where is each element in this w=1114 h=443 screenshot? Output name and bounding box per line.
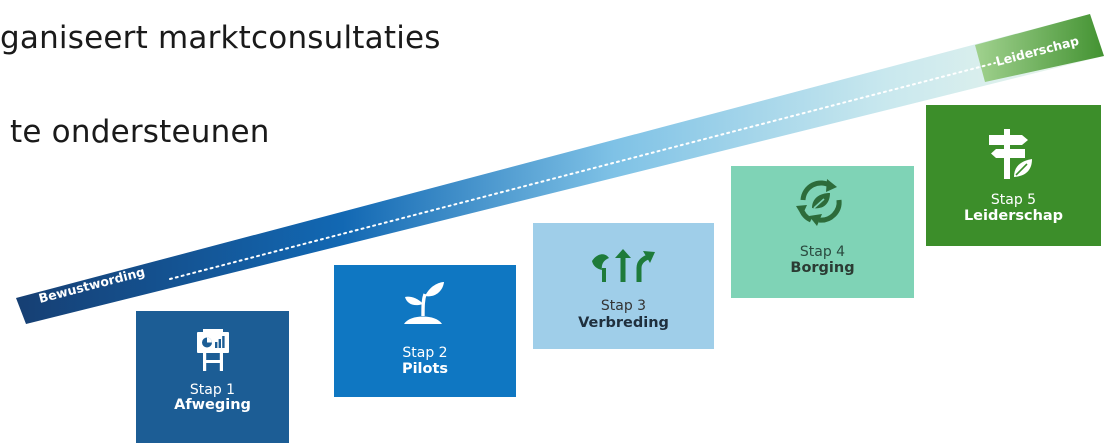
step-5-title: Leiderschap: [963, 208, 1064, 224]
step-2-title: Pilots: [401, 361, 449, 377]
step-1-number: Stap 1: [189, 382, 236, 398]
slide-text-line-2: te ondersteunen: [10, 114, 270, 150]
step-4-title: Borging: [790, 260, 855, 276]
slide-text-line-1: ganiseert marktconsultaties: [0, 20, 441, 56]
edge-divider: [1106, 364, 1114, 443]
step-3-title: Verbreding: [578, 315, 669, 331]
ramp-ribbon-tip: [975, 14, 1104, 82]
step-1-box: Stap 1 Afweging: [136, 311, 289, 443]
step-2-box: Stap 2 Pilots: [334, 265, 516, 397]
recycle-leaf-icon: [793, 176, 849, 234]
ramp-ribbon: [16, 14, 1104, 324]
sprout-icon: [398, 276, 448, 332]
step-1-title: Afweging: [174, 397, 251, 413]
presentation-board-icon: [194, 329, 232, 377]
step-3-number: Stap 3: [600, 298, 647, 314]
ramp-dotted-line: [169, 62, 996, 280]
step-2-number: Stap 2: [402, 345, 448, 361]
signpost-leaf-icon: [986, 129, 1038, 183]
diverging-arrows-icon: [588, 248, 658, 288]
step-4-box: Stap 4 Borging: [731, 166, 914, 298]
step-4-number: Stap 4: [799, 244, 846, 260]
step-3-box: Stap 3 Verbreding: [533, 223, 714, 349]
step-5-number: Stap 5: [990, 192, 1037, 208]
step-5-box: Stap 5 Leiderschap: [926, 105, 1101, 246]
